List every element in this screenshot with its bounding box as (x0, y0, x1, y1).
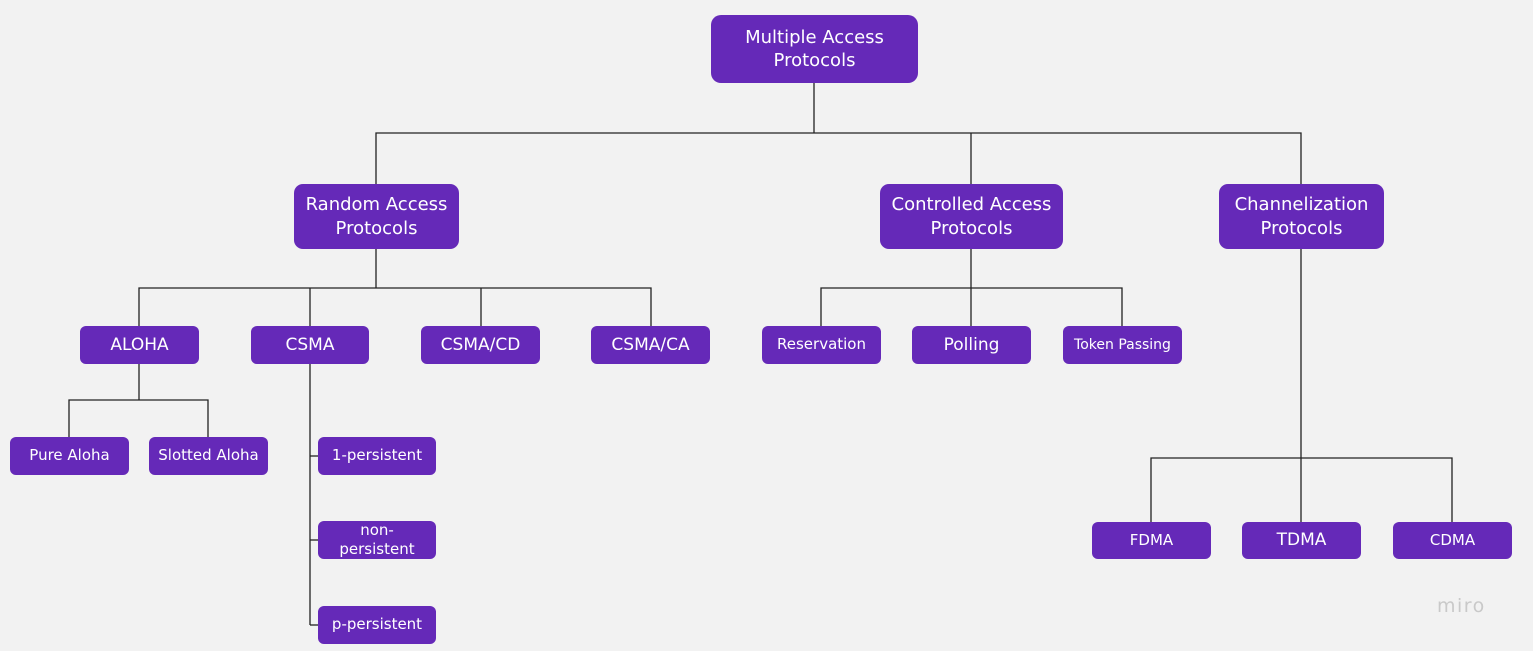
connector-aloha-children (68, 399, 209, 437)
node-label: Slotted Aloha (158, 446, 259, 465)
node-channelization-protocols[interactable]: Channelization Protocols (1219, 184, 1384, 249)
node-1-persistent[interactable]: 1-persistent (318, 437, 436, 475)
node-label: TDMA (1276, 530, 1327, 551)
node-label: Pure Aloha (29, 446, 110, 465)
node-aloha[interactable]: ALOHA (80, 326, 199, 364)
node-csma-cd[interactable]: CSMA/CD (421, 326, 540, 364)
node-multiple-access-protocols[interactable]: Multiple Access Protocols (711, 15, 918, 83)
node-label: 1-persistent (331, 446, 423, 465)
node-label: Token Passing (1074, 336, 1171, 353)
node-label: CSMA/CD (440, 334, 521, 355)
node-non-persistent[interactable]: non-persistent (318, 521, 436, 559)
node-pure-aloha[interactable]: Pure Aloha (10, 437, 129, 475)
node-random-access-protocols[interactable]: Random Access Protocols (294, 184, 459, 249)
node-label: Channelization Protocols (1234, 194, 1369, 239)
node-label: CSMA (285, 334, 335, 355)
miro-watermark-logo: miro (1437, 595, 1486, 617)
node-p-persistent[interactable]: p-persistent (318, 606, 436, 644)
node-label: CSMA/CA (611, 334, 690, 355)
node-label: FDMA (1129, 530, 1174, 549)
node-csma-ca[interactable]: CSMA/CA (591, 326, 710, 364)
node-label: ALOHA (110, 334, 169, 355)
connector-random-children (138, 287, 652, 326)
node-csma[interactable]: CSMA (251, 326, 369, 364)
node-label: non-persistent (339, 520, 415, 559)
node-label: CDMA (1429, 530, 1476, 549)
node-polling[interactable]: Polling (912, 326, 1031, 364)
node-tdma[interactable]: TDMA (1242, 522, 1361, 559)
node-label: Random Access Protocols (305, 194, 448, 239)
node-label: Controlled Access Protocols (891, 194, 1052, 239)
connector-root-categories (375, 132, 1302, 184)
node-label: Multiple Access Protocols (745, 26, 884, 71)
node-label: Polling (943, 334, 1000, 355)
node-token-passing[interactable]: Token Passing (1063, 326, 1182, 364)
node-label: Reservation (777, 335, 866, 354)
node-slotted-aloha[interactable]: Slotted Aloha (149, 437, 268, 475)
node-controlled-access-protocols[interactable]: Controlled Access Protocols (880, 184, 1063, 249)
node-reservation[interactable]: Reservation (762, 326, 881, 364)
node-label: p-persistent (331, 615, 423, 634)
node-cdma[interactable]: CDMA (1393, 522, 1512, 559)
node-fdma[interactable]: FDMA (1092, 522, 1211, 559)
